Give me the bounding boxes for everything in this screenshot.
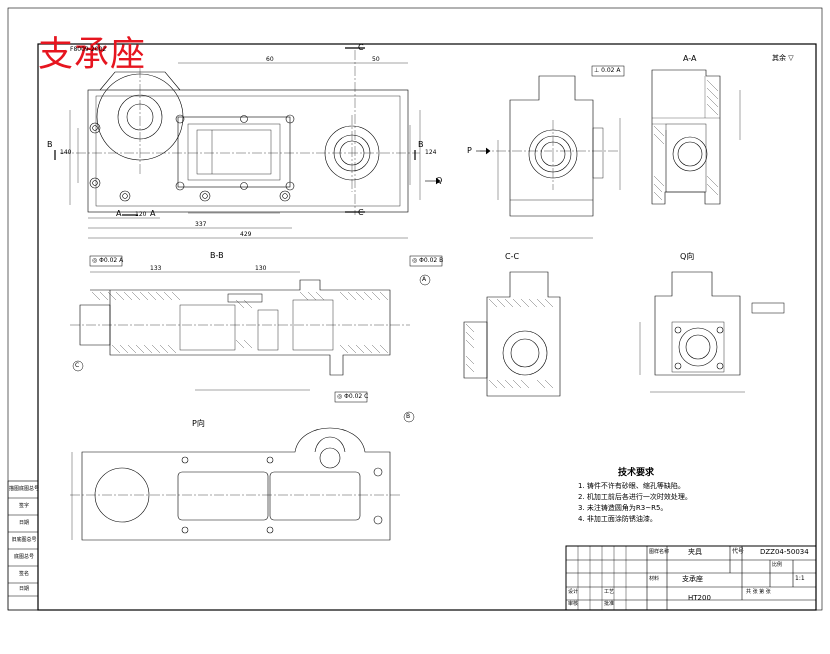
- tolerance-frame-4: ◎ Φ0.02 C: [337, 393, 369, 400]
- q-view: [639, 271, 785, 393]
- front-view: [476, 75, 620, 239]
- title-process-label: 工艺: [604, 589, 615, 595]
- datum-letter-b: B: [406, 413, 411, 420]
- dim-height-124: 124: [425, 149, 437, 156]
- p-view: [70, 427, 400, 541]
- datum-letter-a: A: [422, 276, 427, 283]
- side-signature-block: [7, 480, 39, 611]
- label-section-c-c: C-C: [505, 252, 520, 261]
- datum-letter-c: C: [75, 362, 80, 369]
- section-a-a: [591, 65, 741, 205]
- side-block-cell: 日期: [18, 520, 29, 526]
- tolerance-frame-3: ⊥ 0.02 A: [594, 67, 621, 74]
- tech-note-item: 3. 未注铸造圆角为R3~R5。: [578, 504, 668, 512]
- dim-length-337: 337: [195, 221, 207, 228]
- tech-note-item: 4. 非加工面涂防锈油漆。: [578, 515, 657, 523]
- side-block-cell: 底图总号: [13, 554, 34, 560]
- cut-letter-a-right: A: [150, 209, 156, 218]
- tolerance-frame-2: ◎ Φ0.02 B: [412, 257, 444, 264]
- tech-notes-title: 技术要求: [618, 468, 655, 478]
- dim-height-140: 140: [60, 149, 72, 156]
- tolerance-frame-1: ◎ Φ0.02 A: [92, 257, 124, 264]
- title-drawing-name-label: 图样名称: [649, 549, 670, 555]
- side-block-cell: 日期: [18, 586, 29, 592]
- title-code: DZZ04-50034: [760, 548, 809, 556]
- side-block-cell: 旧底图总号: [11, 537, 37, 543]
- label-section-a-a: A-A: [683, 54, 697, 63]
- cut-letter-q: Q: [436, 176, 443, 185]
- cut-letter-p: P: [467, 146, 472, 155]
- title-scale: 1:1: [795, 575, 805, 582]
- section-c-c: [463, 271, 561, 397]
- dim-overall-length: 429: [240, 231, 252, 238]
- title-material-label: 材料: [649, 576, 660, 582]
- dim-section-130: 130: [255, 265, 267, 272]
- label-q-view: Q向: [680, 252, 695, 261]
- drawing-number-box: F8009-2002: [70, 46, 107, 53]
- technical-notes: 技术要求 1. 铸件不许有砂眼、缩孔等缺陷。 2. 机加工前后各进行一次时效处理…: [578, 468, 692, 525]
- title-code-label: 代号: [732, 548, 745, 555]
- inner-frame: [37, 43, 817, 611]
- title-part-name: 支承座: [682, 575, 703, 583]
- dim-length-120: 120: [135, 211, 147, 218]
- dim-section-133: 133: [150, 265, 162, 272]
- dim-60: 60: [266, 56, 274, 63]
- label-p-view: P向: [192, 419, 205, 428]
- dim-length-50: 50: [372, 56, 380, 63]
- cut-letter-c-bottom: C: [358, 208, 364, 217]
- cut-letter-b-left: B: [47, 140, 53, 149]
- outer-border: [7, 7, 823, 611]
- title-approve-label: 批准: [604, 601, 615, 607]
- top-view: [54, 47, 441, 239]
- cut-letter-b-right: B: [418, 140, 424, 149]
- title-block: [565, 545, 817, 611]
- cut-letter-c-top: C: [358, 43, 364, 52]
- roughness-note: 其余 ▽: [772, 54, 794, 62]
- title-material: HT200: [688, 594, 711, 602]
- title-checker-label: 审核: [568, 601, 579, 607]
- side-block-cell: 描图底图总号: [9, 486, 40, 492]
- title-designer-label: 设计: [568, 589, 579, 595]
- tech-note-item: 1. 铸件不许有砂眼、缩孔等缺陷。: [578, 482, 685, 490]
- title-category: 夹具: [688, 548, 702, 556]
- title-sheet-label: 共 张 第 张: [746, 589, 771, 595]
- label-section-b-b: B-B: [210, 251, 224, 260]
- cut-letter-a-left: A: [116, 209, 122, 218]
- red-title-stamp: 支承座: [38, 35, 147, 75]
- side-block-cell: 签名: [18, 571, 29, 577]
- tech-note-item: 2. 机加工前后各进行一次时效处理。: [578, 493, 692, 501]
- section-b-b: [70, 255, 443, 423]
- title-scale-label: 比例: [772, 562, 783, 568]
- side-block-cell: 签字: [18, 503, 29, 509]
